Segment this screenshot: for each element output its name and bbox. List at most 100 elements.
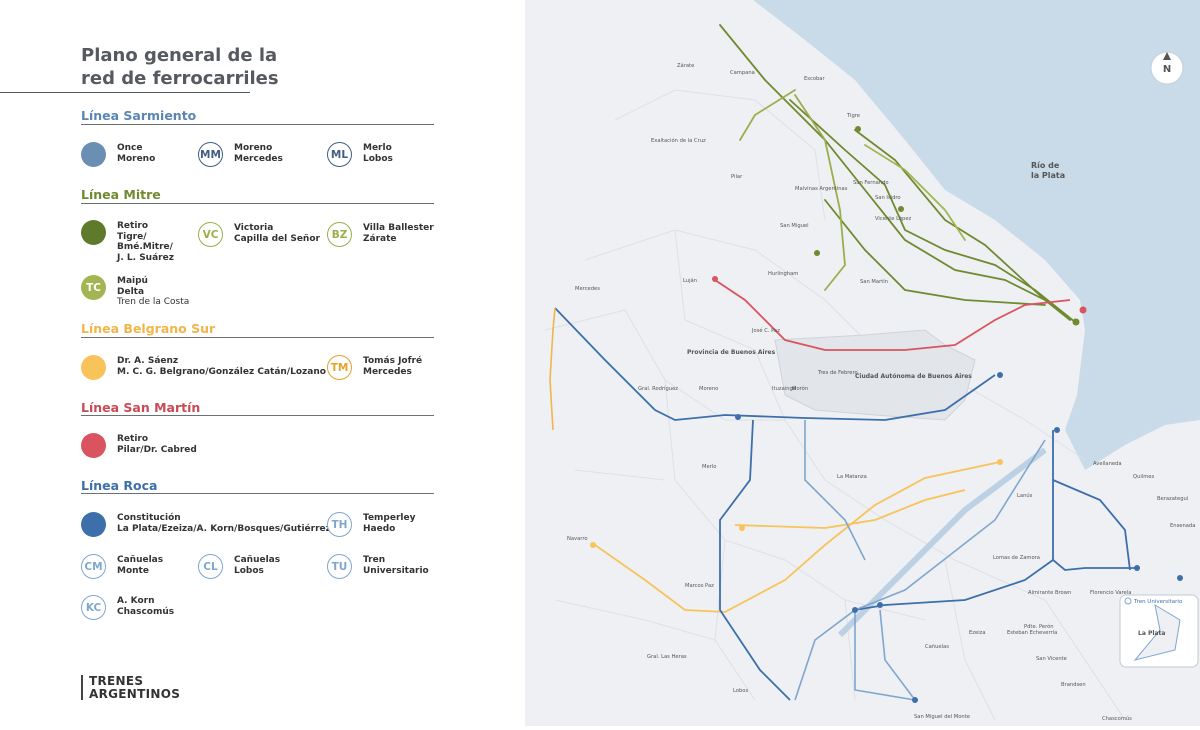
place-label: Marcos Paz bbox=[685, 583, 714, 589]
line-badge bbox=[81, 433, 106, 458]
legend-panel: Plano general de la red de ferrocarriles… bbox=[0, 0, 525, 726]
line-badge: TC bbox=[81, 275, 106, 300]
section-divider bbox=[81, 493, 434, 494]
place-label: Ezeiza bbox=[969, 630, 986, 636]
rio-de-la-plata-water bbox=[753, 0, 1200, 470]
sarmiento-branch bbox=[549, 307, 556, 431]
section-divider bbox=[81, 124, 434, 125]
section-title-san-martin: Línea San Martín bbox=[81, 400, 201, 415]
place-label: Merlo bbox=[702, 464, 716, 470]
place-label: San Miguel del Monte bbox=[914, 714, 970, 720]
place-label: Vicente López bbox=[875, 215, 912, 222]
place-label: San Fernando bbox=[853, 180, 889, 186]
title-divider bbox=[0, 92, 250, 93]
place-label: Luján bbox=[683, 277, 697, 284]
place-label: Ensenada bbox=[1170, 523, 1195, 529]
place-label: Morón bbox=[792, 385, 808, 392]
place-label: San Isidro bbox=[875, 195, 901, 201]
section-title-sarmiento: Línea Sarmiento bbox=[81, 108, 197, 123]
place-label: Brandsen bbox=[1061, 682, 1086, 688]
place-label: Cañuelas bbox=[925, 644, 949, 650]
line-badge: TH bbox=[327, 512, 352, 537]
section-title-belgrano-sur: Línea Belgrano Sur bbox=[81, 321, 216, 336]
section-divider bbox=[81, 203, 434, 204]
caba-boundary bbox=[774, 329, 976, 421]
place-label: Quilmes bbox=[1133, 474, 1154, 480]
line-badge bbox=[81, 220, 106, 245]
compass-label: N bbox=[1163, 64, 1171, 75]
place-labels: Zárate Campana Escobar Exaltación de la … bbox=[567, 62, 1195, 722]
place-label: Almirante Brown bbox=[1028, 590, 1071, 596]
line-badge: MM bbox=[198, 142, 223, 167]
place-label: Escobar bbox=[804, 76, 825, 82]
line-badge: ML bbox=[327, 142, 352, 167]
place-label: San Martín bbox=[860, 278, 888, 285]
place-label: Hurlingham bbox=[768, 271, 798, 277]
place-label: La Matanza bbox=[837, 474, 867, 480]
page-title: Plano general de la red de ferrocarriles bbox=[81, 45, 279, 89]
line-badge bbox=[81, 355, 106, 380]
place-label: Navarro bbox=[567, 536, 588, 542]
water-label-line1: Río de bbox=[1031, 161, 1060, 170]
place-label: Esteban Echeverría bbox=[1007, 629, 1057, 636]
line-badge bbox=[81, 142, 106, 167]
section-title-mitre: Línea Mitre bbox=[81, 187, 161, 202]
station-markers bbox=[590, 126, 1183, 703]
line-badge: BZ bbox=[327, 222, 352, 247]
place-label: Ituzaingó bbox=[772, 385, 796, 392]
line-badge: TU bbox=[327, 554, 352, 579]
map-canvas: N Río de la Plata Tren Universitario La … bbox=[544, 0, 1200, 722]
place-label: Ciudad Autónoma de Buenos Aires bbox=[855, 373, 972, 380]
place-label: Campana bbox=[730, 70, 755, 76]
san-martin-line bbox=[714, 279, 1071, 351]
line-badge: CL bbox=[198, 554, 223, 579]
place-label: Lobos bbox=[733, 688, 748, 694]
section-title-roca: Línea Roca bbox=[81, 478, 158, 493]
section-divider bbox=[81, 337, 434, 338]
belgrano-sur-lines bbox=[594, 461, 1001, 613]
place-label: San Vicente bbox=[1036, 656, 1067, 662]
riachuelo-canal bbox=[837, 447, 1047, 638]
line-badge: TM bbox=[327, 355, 352, 380]
water-label-line2: la Plata bbox=[1031, 171, 1065, 180]
place-label: Florencio Varela bbox=[1090, 590, 1131, 596]
place-label: Pdte. Perón bbox=[1024, 623, 1054, 630]
place-label: Mercedes bbox=[575, 286, 600, 292]
line-badge bbox=[81, 512, 106, 537]
roca-lines bbox=[719, 419, 1137, 701]
place-label: Tigre bbox=[846, 113, 860, 119]
rail-network-map[interactable]: N Río de la Plata Tren Universitario La … bbox=[525, 0, 1200, 726]
district-boundaries bbox=[544, 89, 1126, 721]
mitre-lines bbox=[719, 24, 1076, 323]
place-label: Malvinas Argentinas bbox=[795, 186, 848, 192]
place-label: Gral. Rodríguez bbox=[638, 385, 678, 392]
trenes-argentinos-logo: TRENES ARGENTINOS bbox=[81, 675, 180, 700]
inset-title: Tren Universitario bbox=[1133, 599, 1183, 605]
place-label: San Miguel bbox=[780, 223, 809, 229]
inset-city-label: La Plata bbox=[1138, 630, 1165, 637]
place-label: Zárate bbox=[677, 62, 694, 69]
sarmiento-line bbox=[554, 307, 996, 421]
place-label: Pilar bbox=[731, 174, 743, 180]
compass-icon: N bbox=[1150, 51, 1184, 85]
line-badge: KC bbox=[81, 595, 106, 620]
place-label: Tres de Febrero bbox=[817, 370, 858, 376]
tren-universitario-inset: Tren Universitario La Plata bbox=[1119, 594, 1199, 668]
place-label: Gral. Las Heras bbox=[647, 654, 687, 660]
water-label: Río de la Plata bbox=[1031, 161, 1065, 180]
line-badge: VC bbox=[198, 222, 223, 247]
